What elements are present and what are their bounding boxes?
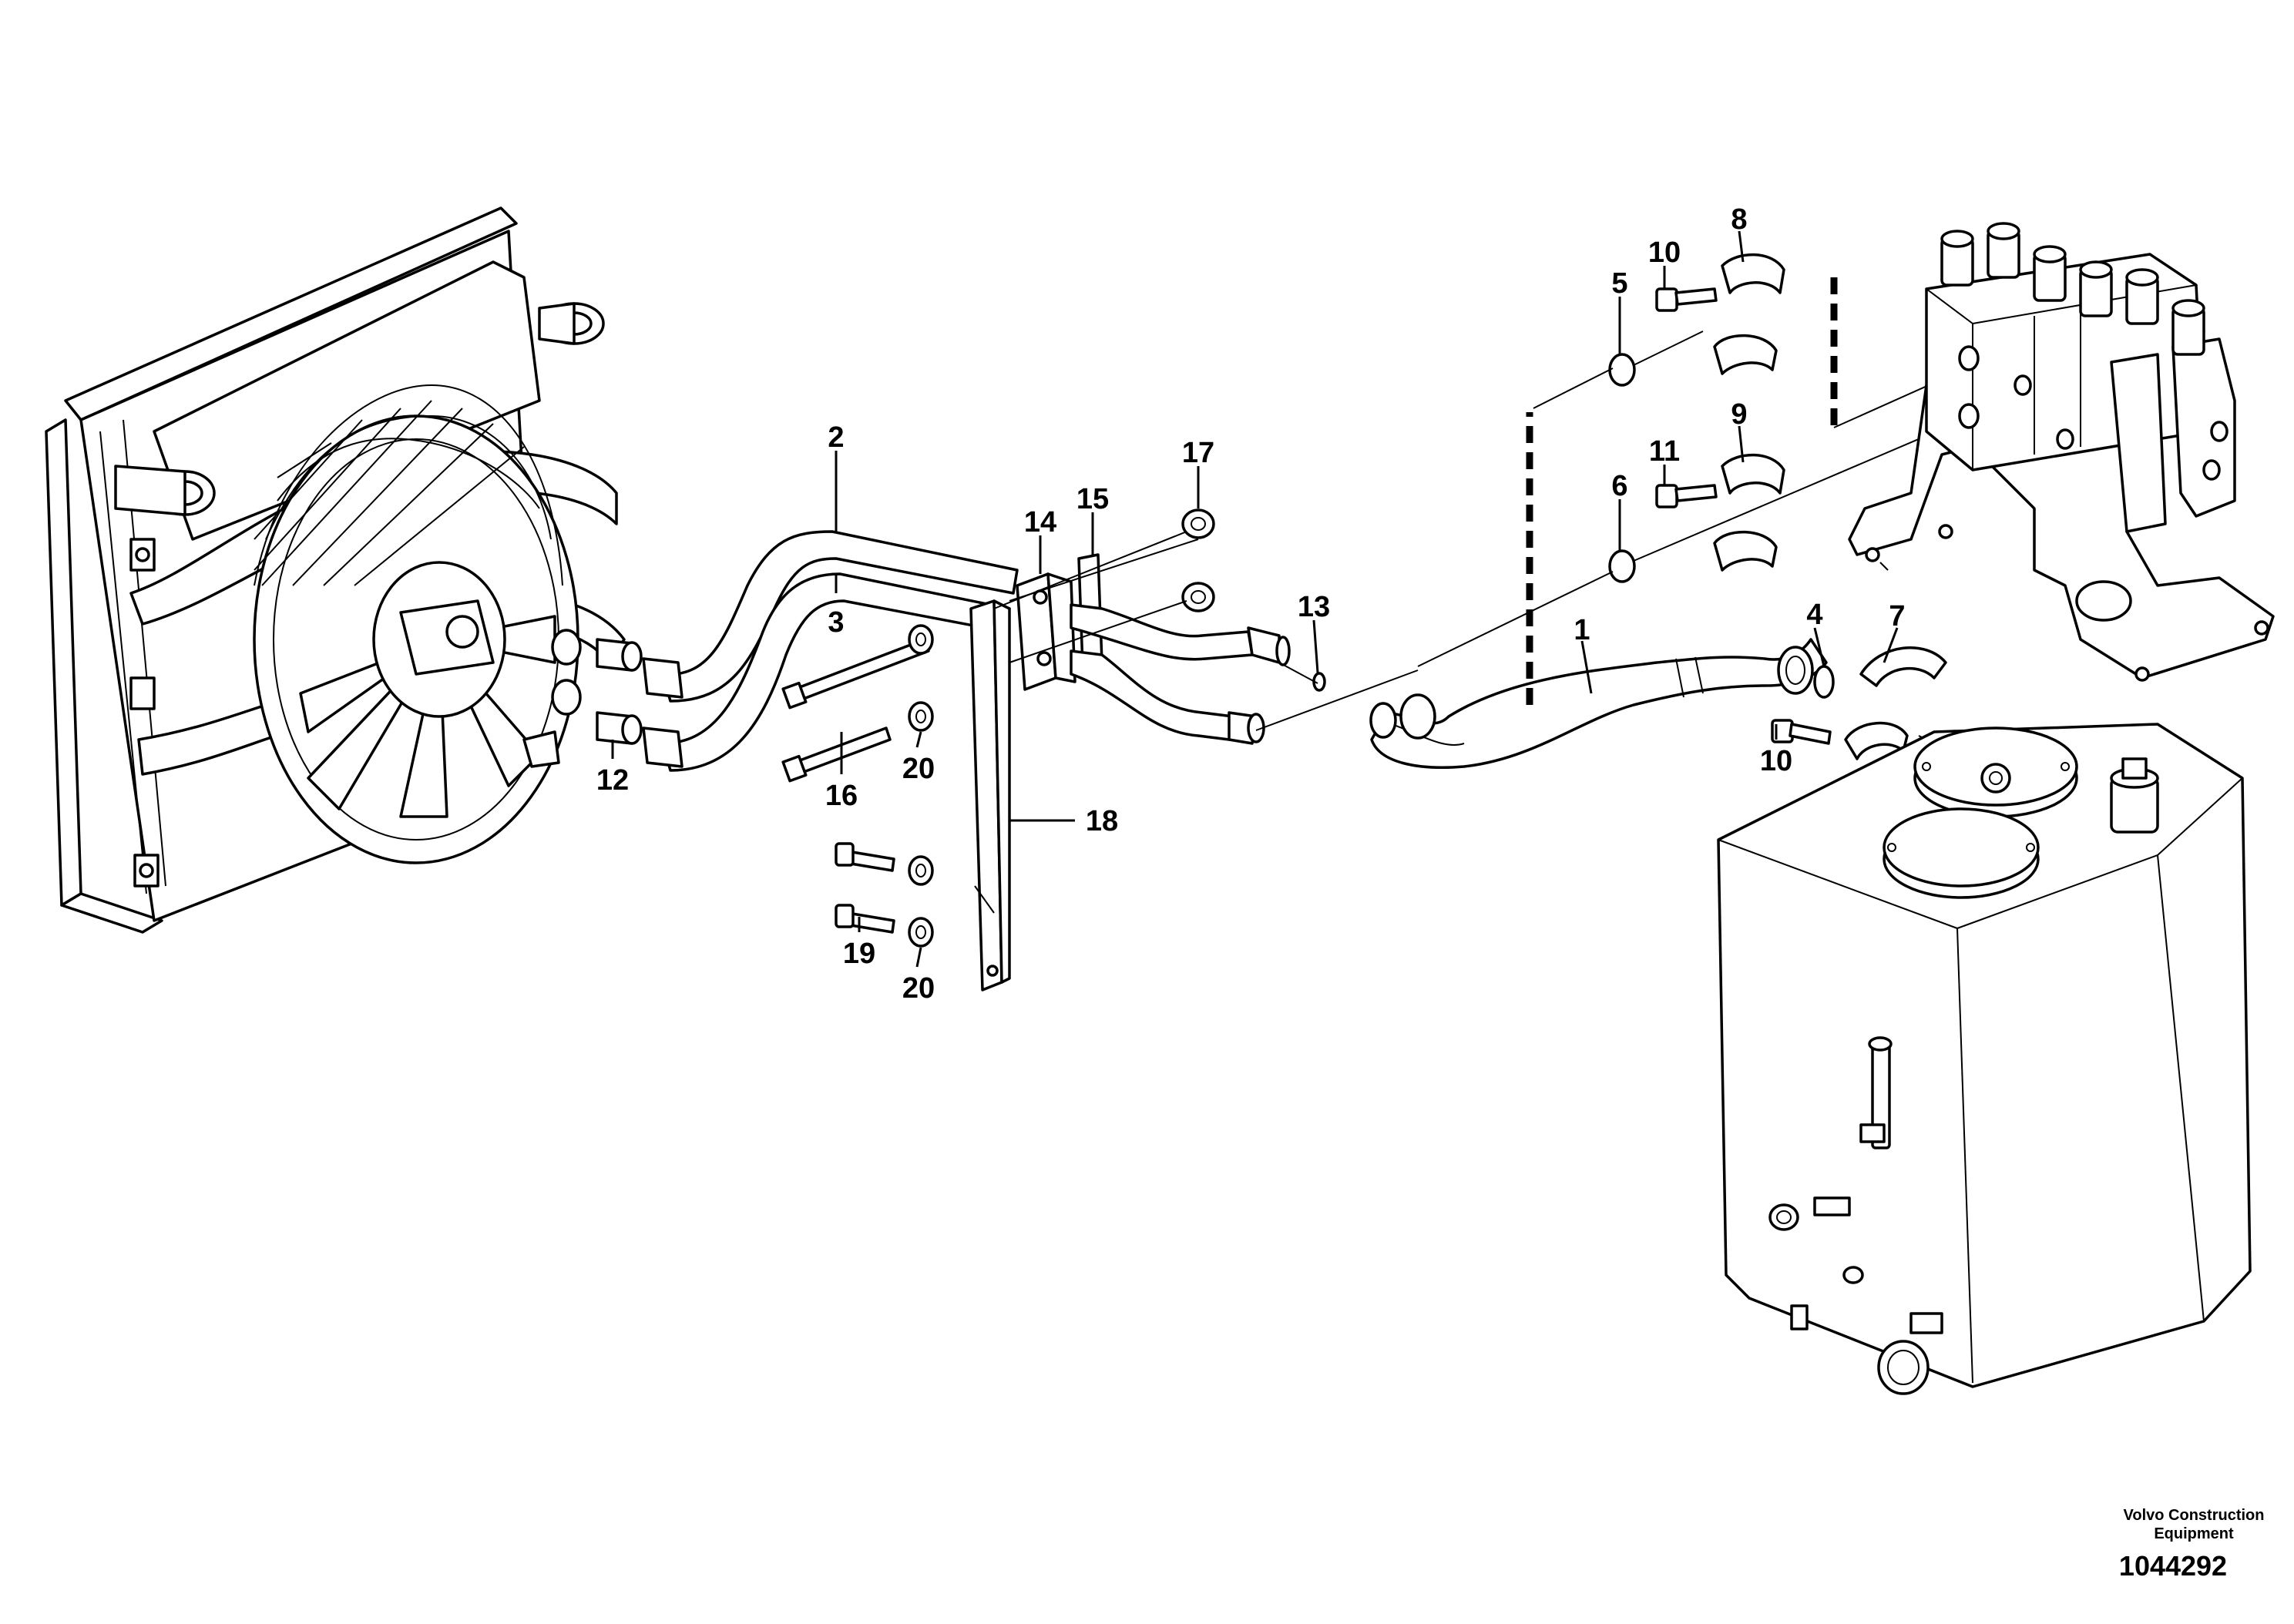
washer-20-upper	[908, 624, 934, 732]
callout-10-lower: 10	[1760, 745, 1792, 777]
bolt-10-lower	[1771, 719, 1832, 745]
washer-20-lower	[908, 855, 934, 948]
callout-20-lower: 20	[902, 972, 935, 1005]
callout-9: 9	[1731, 398, 1747, 431]
leader-lines	[611, 230, 1899, 968]
callout-7: 7	[1889, 600, 1905, 632]
callout-6: 6	[1611, 470, 1627, 502]
bolt-10-upper	[1655, 287, 1718, 312]
callouts: 1 2 3 4 5 6 7 8 9 10 10 11 12 13 14 15 1…	[596, 203, 1906, 1005]
flange-half-9	[1713, 453, 1785, 572]
callout-20-upper: 20	[902, 753, 935, 785]
control-valve-assembly	[1848, 222, 2275, 682]
callout-14: 14	[1024, 506, 1056, 539]
o-ring-6	[1608, 549, 1636, 583]
callout-11: 11	[1649, 435, 1680, 468]
callout-15: 15	[1076, 483, 1109, 515]
callout-2: 2	[828, 421, 844, 454]
callout-18: 18	[1086, 805, 1118, 837]
callout-5: 5	[1611, 267, 1627, 300]
credit-line-2: Equipment	[2154, 1525, 2234, 1542]
o-ring-4	[1813, 665, 1835, 699]
clamp-block-14	[1016, 572, 1076, 691]
hose-2	[642, 530, 1019, 703]
callout-10-upper: 10	[1648, 237, 1681, 269]
callout-3: 3	[828, 606, 844, 639]
callout-19: 19	[843, 938, 875, 970]
callout-12: 12	[596, 764, 629, 797]
flange-half-7	[1859, 646, 1947, 687]
callout-17: 17	[1182, 437, 1214, 469]
callout-1: 1	[1574, 614, 1590, 646]
nut-17	[1181, 508, 1215, 612]
callout-13: 13	[1298, 591, 1330, 623]
hose-1	[1369, 638, 1828, 769]
flange-half-lower	[1844, 721, 1909, 760]
drawing-number: 1044292	[2118, 1550, 2228, 1582]
callout-4: 4	[1806, 599, 1822, 631]
publisher-credit: Volvo Construction Equipment	[2094, 1506, 2294, 1543]
callout-16: 16	[825, 780, 858, 812]
callout-8: 8	[1731, 203, 1747, 236]
adapter-fitting-12	[596, 638, 643, 745]
bolt-19	[835, 842, 895, 934]
hydraulic-tank	[1717, 723, 2252, 1395]
bolt-11	[1655, 484, 1718, 508]
credit-line-1: Volvo Construction	[2123, 1507, 2265, 1524]
hose-3-right	[1070, 649, 1265, 745]
flange-half-8	[1713, 253, 1785, 375]
bracket-18	[969, 599, 1011, 992]
o-ring-5	[1608, 353, 1636, 387]
oil-cooler-assembly	[45, 206, 626, 934]
